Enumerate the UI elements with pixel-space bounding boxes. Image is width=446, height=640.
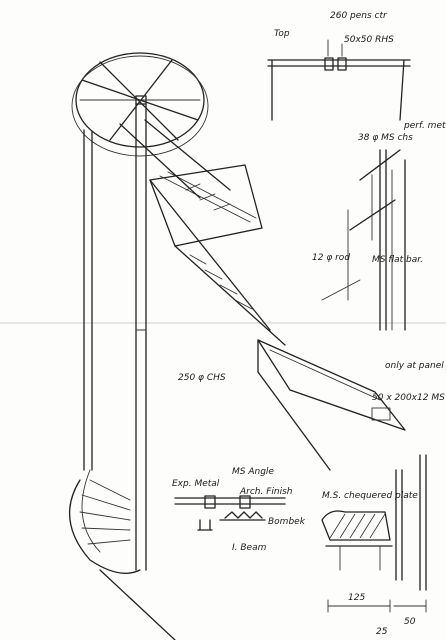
- label-dim-25: 25: [376, 627, 388, 637]
- top-section-detail: [267, 39, 411, 121]
- label-260-pens: 260 pens ctr: [330, 11, 388, 21]
- lower-landing: [257, 339, 406, 471]
- label-ms-angle: MS Angle: [232, 467, 274, 477]
- label-i-beam: I. Beam: [232, 543, 267, 553]
- round-landing: [71, 52, 209, 157]
- right-rods: [395, 454, 427, 591]
- label-arch-finish: Arch. Finish: [239, 487, 293, 497]
- balustrade-detail: [321, 149, 406, 331]
- label-panel-joints: only at panel joints.: [385, 361, 446, 371]
- stair-flight: [119, 119, 286, 346]
- chequered-plate: [321, 510, 393, 571]
- label-top: Top: [274, 29, 290, 39]
- tread-section-detail: [174, 495, 286, 531]
- label-12-rod: 12 φ rod: [312, 253, 350, 263]
- left-column: [83, 129, 93, 471]
- label-38-chs: 38 φ MS chs: [358, 133, 413, 143]
- label-250-chs: 250 φ CHS: [178, 373, 226, 383]
- label-dim-125: 125: [348, 593, 365, 603]
- spiral-stair-bottom: [68, 469, 176, 640]
- label-bombek: Bombek: [268, 517, 306, 527]
- label-chequered-plate: M.S. chequered plate: [322, 491, 418, 501]
- label-exp-metal: Exp. Metal: [172, 479, 220, 489]
- label-ms-flat-bar: MS flat bar.: [372, 255, 423, 265]
- dimension-lines: [327, 599, 427, 613]
- central-column: [135, 103, 147, 571]
- label-perf-metal: perf. metal screen: [403, 121, 446, 131]
- label-dim-50: 50: [404, 617, 416, 627]
- label-flat-bar-dim: 50 x 200x12 MS flat Bar: [372, 393, 446, 403]
- label-ms-rhs: 50x50 RHS: [344, 35, 394, 45]
